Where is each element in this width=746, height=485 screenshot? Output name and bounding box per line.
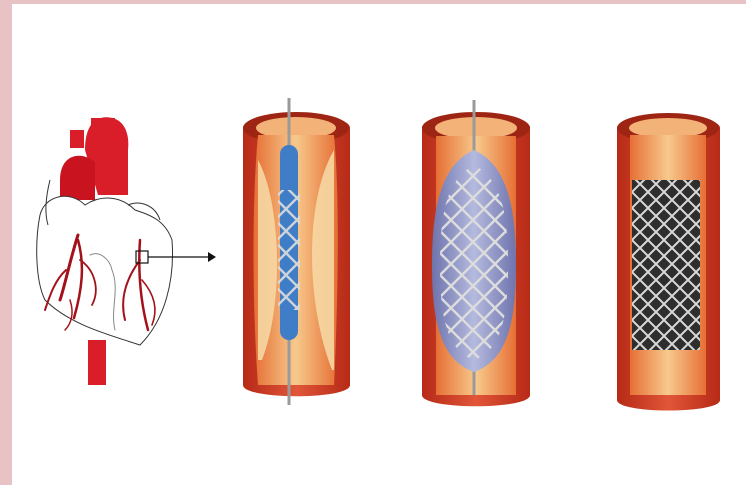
artery-stent-deployed-panel	[617, 113, 720, 411]
arrow-right-icon	[208, 252, 216, 262]
expanded-stent-icon	[440, 165, 508, 360]
aorta-arch	[60, 156, 95, 200]
collapsed-stent-icon	[278, 190, 300, 310]
artery-stent-inserted-panel	[243, 98, 350, 405]
heart-diagram	[37, 117, 216, 385]
aorta-branch-1	[70, 130, 84, 148]
artery-lumen-top	[435, 117, 517, 139]
deployed-stent-icon	[632, 180, 700, 350]
artery-balloon-inflated-panel	[422, 100, 530, 406]
aorta-branch-2	[91, 118, 103, 136]
descending-aorta-icon	[88, 340, 106, 385]
aorta-branch-3	[105, 118, 115, 134]
